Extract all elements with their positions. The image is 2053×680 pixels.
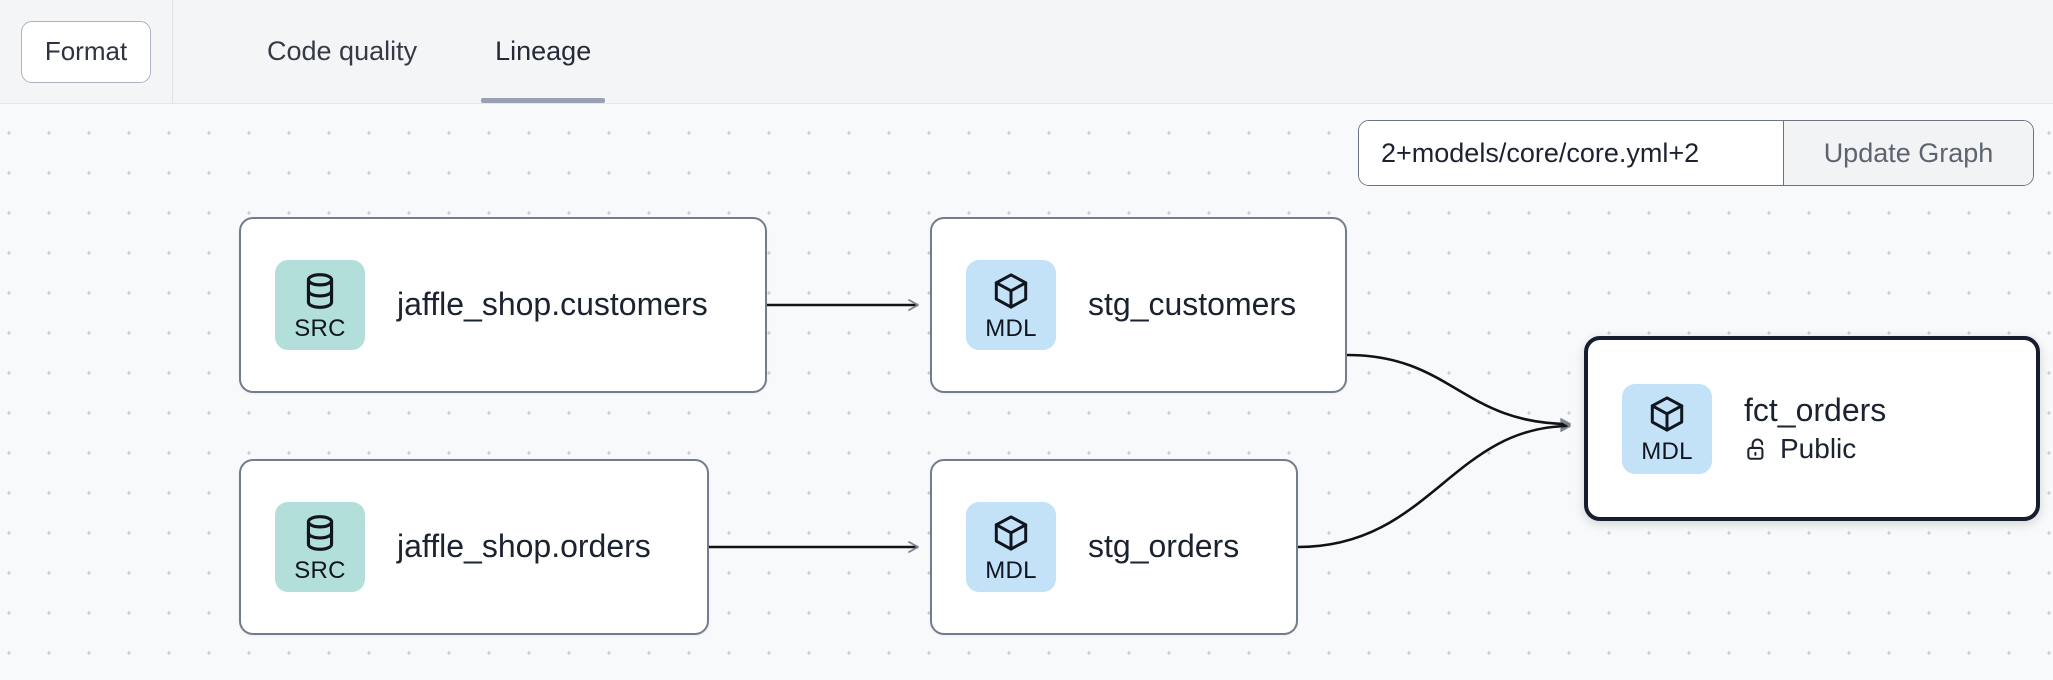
lineage-node-jaffle-shop-customers[interactable]: SRC jaffle_shop.customers [239, 217, 767, 393]
node-type-badge-src: SRC [275, 260, 365, 350]
update-graph-button[interactable]: Update Graph [1783, 121, 2033, 185]
lineage-node-stg-customers[interactable]: MDL stg_customers [930, 217, 1347, 393]
edge-stg-customers-to-fct-orders [1346, 353, 1571, 430]
node-text: stg_customers [1088, 286, 1296, 324]
selector-group: Update Graph [1358, 120, 2034, 186]
node-text: stg_orders [1088, 528, 1239, 566]
node-title: stg_orders [1088, 528, 1240, 565]
toolbar-divider [172, 0, 173, 103]
cube-icon [1650, 396, 1684, 432]
node-visibility-label: Public [1780, 433, 1857, 465]
editor-toolbar: Format Code quality Lineage [0, 0, 2053, 104]
cube-icon [994, 514, 1028, 551]
lineage-node-jaffle-shop-orders[interactable]: SRC jaffle_shop.orders [239, 459, 709, 635]
node-title: fct_orders [1744, 391, 1887, 428]
lineage-node-stg-orders[interactable]: MDL stg_orders [930, 459, 1298, 635]
format-button[interactable]: Format [21, 20, 151, 83]
node-type-badge-src: SRC [275, 502, 365, 592]
lineage-canvas[interactable]: SRC jaffle_shop.customers SRC jaffle_sho… [0, 104, 2053, 680]
node-title: stg_customers [1088, 286, 1297, 323]
node-text: fct_orders Public [1744, 392, 1886, 466]
format-zone: Format [0, 0, 172, 103]
graph-selector-input[interactable] [1359, 121, 1783, 185]
lineage-node-fct-orders[interactable]: MDL fct_orders Public [1584, 336, 2040, 521]
database-icon [306, 514, 334, 551]
node-title: jaffle_shop.customers [397, 286, 708, 323]
badge-label: MDL [985, 314, 1037, 342]
badge-label: SRC [294, 314, 346, 342]
node-text: jaffle_shop.customers [397, 286, 708, 324]
node-type-badge-mdl: MDL [966, 260, 1056, 350]
badge-label: MDL [985, 556, 1037, 584]
badge-label: SRC [294, 556, 346, 584]
node-type-badge-mdl: MDL [966, 502, 1056, 592]
tab-lineage[interactable]: Lineage [467, 0, 619, 103]
edge-stg-orders-to-fct-orders [1297, 420, 1571, 549]
node-type-badge-mdl: MDL [1622, 383, 1712, 474]
tab-bar: Code quality Lineage [173, 0, 2053, 103]
node-title: jaffle_shop.orders [397, 528, 651, 565]
database-icon [306, 272, 334, 309]
unlock-icon [1747, 438, 1764, 461]
badge-label: MDL [1641, 438, 1693, 465]
cube-icon [994, 272, 1028, 309]
graph-controls: Update Graph [1358, 120, 2053, 186]
node-visibility: Public [1744, 433, 1886, 465]
tab-code-quality[interactable]: Code quality [267, 36, 418, 66]
node-text: jaffle_shop.orders [397, 528, 651, 566]
